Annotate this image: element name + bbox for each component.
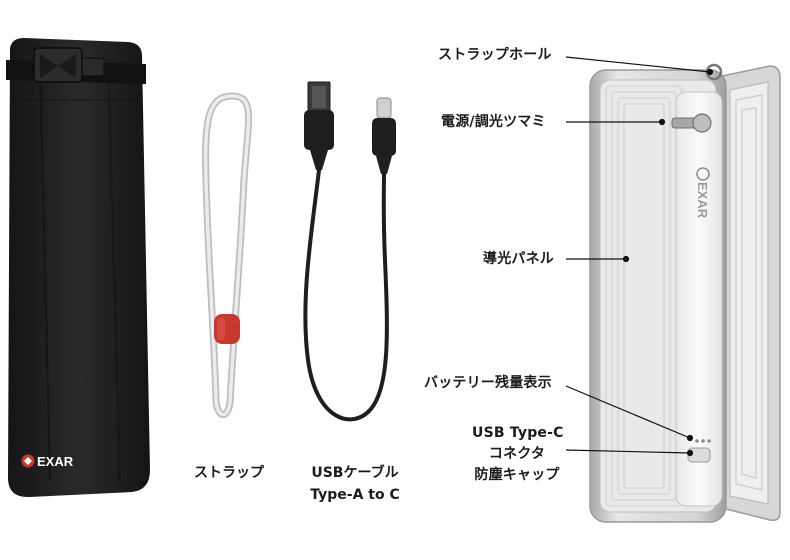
strap-caption-text: ストラップ (194, 465, 264, 481)
pouch-brand-text: EXAR (37, 454, 74, 469)
callout-usb-line1: USB Type-C (472, 425, 564, 441)
battery-leds (695, 439, 711, 443)
carry-pouch: EXAR (6, 38, 150, 498)
lantern-device: EXAR (589, 63, 781, 523)
callout-leaders (565, 56, 714, 457)
cable-caption-line2: Type-A to C (310, 487, 400, 503)
callout-light-panel: 導光パネル (483, 251, 554, 267)
callout-usb-line3: 防塵キャップ (474, 467, 560, 483)
power-dimmer-knob (671, 113, 712, 133)
pouch-logo: EXAR (21, 454, 74, 469)
callout-usb-line2: コネクタ (488, 446, 546, 462)
cable-caption-line1: USBケーブル (311, 465, 399, 481)
wrist-strap (202, 92, 253, 418)
callout-battery-indicator: バッテリー残量表示 (424, 375, 552, 391)
callout-power-dimmer: 電源/調光ツマミ (441, 114, 546, 130)
cable-caption: USBケーブル Type-A to C (300, 462, 410, 506)
usb-cable (303, 81, 396, 422)
device-logo: EXAR (695, 167, 710, 219)
buckle (33, 47, 105, 83)
strap-caption: ストラップ (188, 462, 270, 484)
callout-usb-connector: USB Type-C コネクタ 防塵キャップ (472, 423, 564, 486)
callout-strap-hole: ストラップホール (438, 47, 552, 63)
device-brand-text: EXAR (695, 182, 710, 219)
